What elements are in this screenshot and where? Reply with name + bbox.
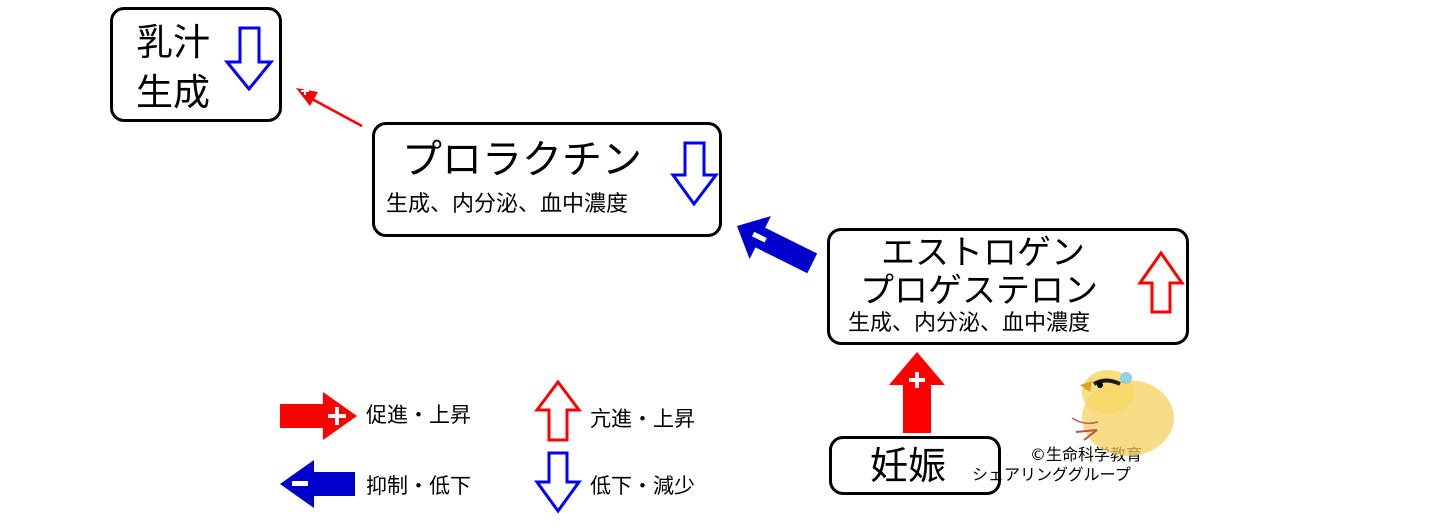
legend-inhibit-label: 抑制・低下 bbox=[366, 474, 471, 498]
inhibit-arrow-estrogen-to-prolactin-icon bbox=[737, 216, 818, 274]
small-plus-icon bbox=[301, 87, 309, 95]
credit-line2: シェアリンググループ bbox=[972, 465, 1131, 484]
chick-mascot-icon bbox=[1071, 370, 1174, 456]
legend-hyper-label: 亢進・上昇 bbox=[590, 407, 695, 431]
milk-production-box bbox=[110, 7, 282, 122]
prolactin-decrease-arrow-icon bbox=[670, 141, 720, 207]
legend-hyper-arrow-icon bbox=[534, 379, 582, 442]
estrogen-increase-arrow-icon bbox=[1137, 250, 1185, 314]
promote-line-prolactin-to-milk bbox=[311, 97, 363, 128]
legend-decrease-arrow-icon bbox=[534, 451, 582, 514]
legend-decrease-label: 低下・減少 bbox=[590, 474, 695, 498]
milk-label-line1: 乳汁 bbox=[136, 21, 210, 64]
legend-promote-arrow-icon bbox=[280, 392, 357, 440]
pregnancy-label: 妊娠 bbox=[870, 444, 947, 488]
estrogen-label: エストロゲン bbox=[881, 233, 1085, 273]
milk-decrease-arrow-icon bbox=[223, 26, 275, 92]
prolactin-box bbox=[372, 122, 722, 237]
estrogen-progesterone-box bbox=[827, 228, 1189, 345]
legend-promote-label: 促進・上昇 bbox=[366, 403, 471, 427]
milk-label-line2: 生成 bbox=[136, 71, 210, 114]
estrogen-subtitle: 生成、内分泌、血中濃度 bbox=[848, 311, 1091, 336]
prolactin-title: プロラクチン bbox=[402, 137, 642, 183]
pregnancy-box bbox=[829, 436, 1001, 495]
promote-arrow-pregnancy-to-estrogen-icon bbox=[889, 352, 945, 433]
promote-arrowhead-icon bbox=[296, 88, 318, 106]
progesterone-label: プロゲステロン bbox=[860, 271, 1098, 311]
legend-inhibit-arrow-icon bbox=[280, 460, 355, 508]
prolactin-subtitle: 生成、内分泌、血中濃度 bbox=[386, 192, 629, 217]
